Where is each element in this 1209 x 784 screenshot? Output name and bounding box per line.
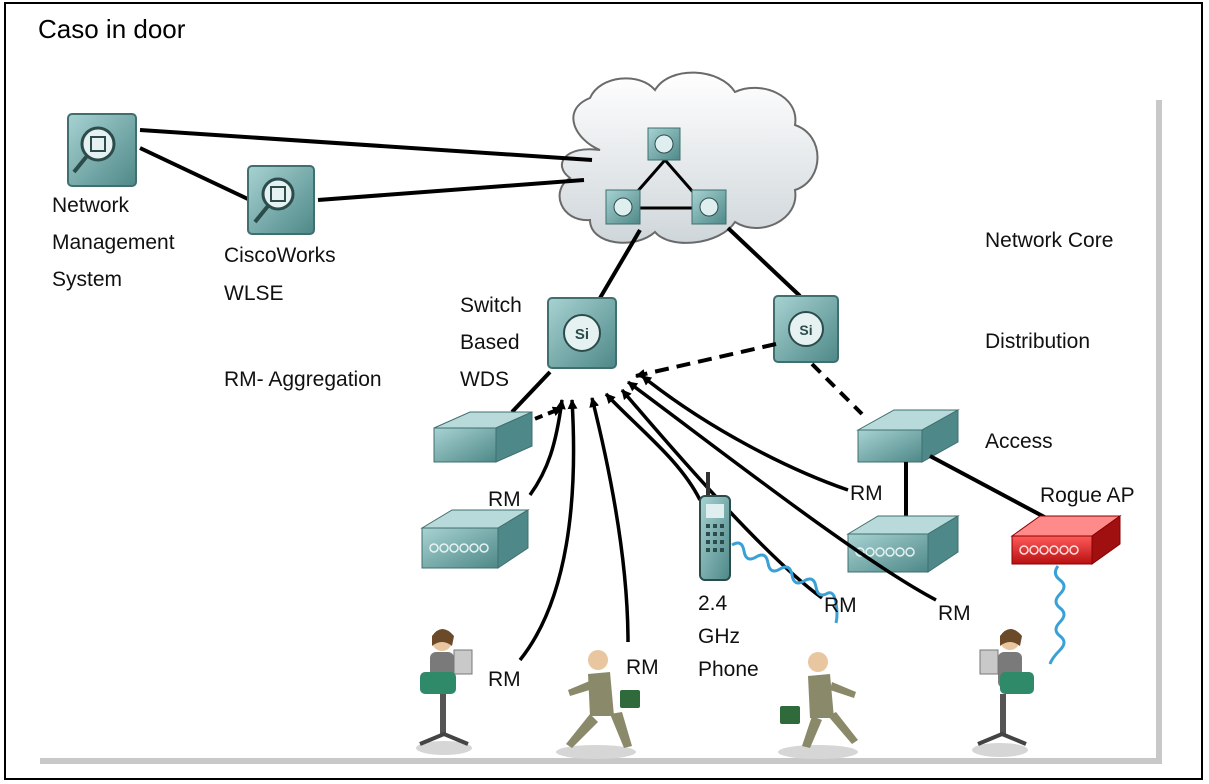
user-running-right-icon (778, 652, 858, 759)
access-point-left-icon (420, 509, 530, 569)
wireless-link-phone (731, 541, 839, 624)
rm-label: RM (626, 656, 659, 679)
core-switch-right (691, 189, 727, 225)
si-label: Si (575, 326, 589, 343)
phone-icon (699, 472, 731, 581)
rm-arrow-phone (604, 392, 702, 501)
link-core-wds (598, 228, 642, 300)
access-point-right-icon (846, 515, 960, 573)
link-dist-access-right (810, 362, 864, 416)
link-wds-access-left (510, 370, 552, 414)
switch-wds-label-line1: Switch (460, 294, 522, 317)
rm-label: RM (850, 482, 883, 505)
link-wlse-core (317, 178, 585, 202)
panel-shadow-right (1156, 100, 1162, 764)
distribution-switch-icon: Si (773, 295, 839, 363)
phone-label-line3: Phone (698, 658, 759, 681)
nms-label-line2: Management (52, 231, 175, 254)
rm-label: RM (938, 602, 971, 625)
nms-label-line1: Network (52, 194, 130, 217)
dashed-arrow-dist-wds (635, 342, 777, 379)
rm-arrow-ap-right-far (626, 380, 937, 602)
link-core-dist (726, 226, 802, 298)
phone-label-line2: GHz (698, 625, 740, 648)
panel-shadow-bottom (40, 758, 1162, 764)
link-nms-wlse (139, 146, 251, 202)
user-seated-right-icon (972, 629, 1034, 757)
page-title: Caso in door (38, 14, 186, 44)
rm-aggregation-label: RM- Aggregation (224, 368, 382, 391)
core-switch-top (647, 127, 681, 161)
rm-arrow-ap-right (640, 374, 849, 492)
rm-arrow-user-left (518, 399, 578, 662)
access-switch-left-icon (433, 411, 533, 463)
rm-label: RM (488, 488, 521, 511)
wireless-link-rogue (1048, 565, 1066, 665)
user-running-left-icon (556, 650, 640, 759)
distribution-label: Distribution (985, 330, 1090, 353)
user-seated-left-icon (416, 629, 473, 755)
phone-label-line1: 2.4 (698, 592, 728, 615)
core-switch-left (605, 189, 641, 225)
access-switch-right-icon (856, 409, 960, 463)
wlse-label-line2: WLSE (224, 282, 284, 305)
switch-based-wds-icon: Si (547, 297, 617, 369)
network-core-label: Network Core (985, 229, 1113, 252)
network-core-cloud (558, 71, 819, 244)
switch-wds-label-line2: Based (460, 331, 520, 354)
rm-label: RM (824, 594, 857, 617)
rogue-ap-icon (1010, 515, 1122, 565)
rm-arrow-runner-left (589, 397, 630, 643)
ciscoworks-wlse-icon (247, 165, 315, 235)
switch-wds-label-line3: WDS (460, 368, 509, 391)
link-nms-core (139, 128, 593, 162)
link-access-rogue (929, 454, 1051, 522)
network-management-system-icon (67, 113, 137, 187)
rm-arrow-ap-left (528, 399, 566, 497)
nms-label-line3: System (52, 268, 122, 291)
rm-label: RM (488, 668, 521, 691)
rogue-ap-label: Rogue AP (1040, 484, 1135, 507)
si-label: Si (799, 322, 812, 338)
wlse-label-line1: CiscoWorks (224, 244, 336, 267)
access-label: Access (985, 430, 1053, 453)
